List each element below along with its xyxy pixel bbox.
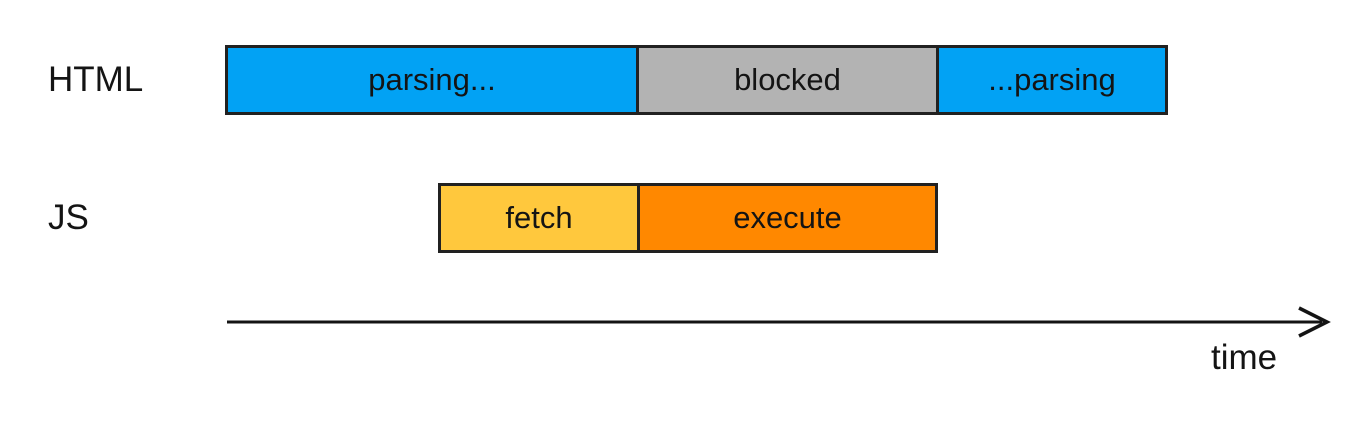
segment-parsing: parsing... [228,48,639,112]
time-axis-label: time [1211,338,1278,377]
js-track: fetch execute [438,183,938,253]
row-label-js: JS [48,198,89,237]
segment-fetch: fetch [441,186,640,250]
segment-execute: execute [640,186,935,250]
segment-blocked: blocked [639,48,939,112]
row-label-html: HTML [48,60,144,99]
html-track: parsing... blocked ...parsing [225,45,1168,115]
segment-parsing-continued: ...parsing [939,48,1165,112]
